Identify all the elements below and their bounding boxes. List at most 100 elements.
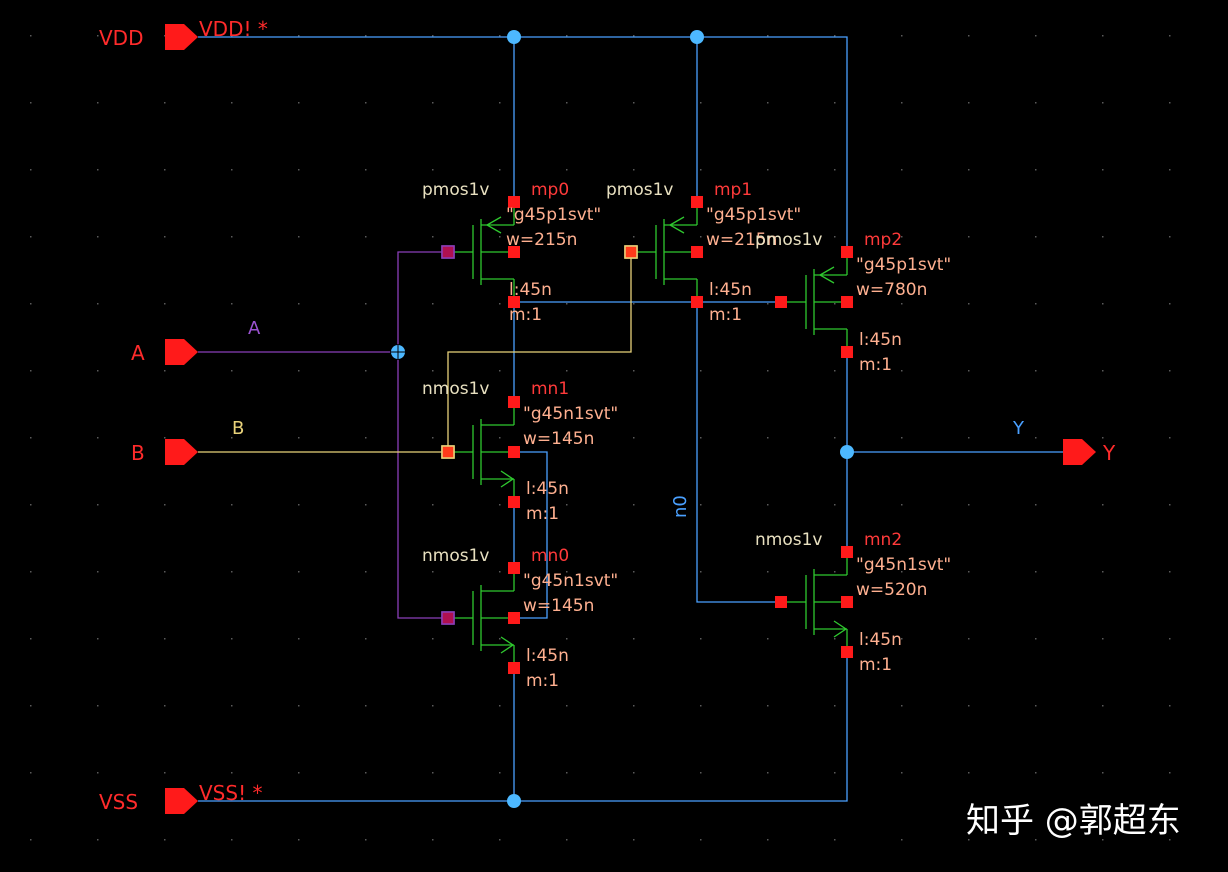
grid-dot — [298, 705, 300, 707]
pin-y-shape — [1063, 439, 1096, 465]
grid-dot — [298, 303, 300, 305]
device-multiplier: m:1 — [709, 305, 742, 325]
grid-dot — [1102, 370, 1104, 372]
device-width: w=520n — [856, 580, 927, 600]
terminal-body[interactable] — [508, 446, 520, 458]
grid-dot — [30, 772, 32, 774]
grid-dot — [1169, 102, 1171, 104]
grid-dot — [633, 370, 635, 372]
terminal-body[interactable] — [508, 612, 520, 624]
terminal-source[interactable] — [508, 496, 520, 508]
grid-dot — [1035, 571, 1037, 573]
junction-vdd-mp1 — [690, 30, 704, 44]
device-cell-name: pmos1v — [606, 180, 674, 200]
terminal-drain[interactable] — [841, 246, 853, 258]
pin-vss[interactable]: VSS VSS! * — [99, 781, 262, 814]
grid-dot — [30, 370, 32, 372]
grid-dot — [901, 705, 903, 707]
terminal-body[interactable] — [691, 246, 703, 258]
pin-b[interactable]: B B — [131, 418, 244, 465]
grid-dot — [901, 303, 903, 305]
terminal-body[interactable] — [841, 296, 853, 308]
device-length: l:45n — [859, 630, 902, 650]
device-model: "g45n1svt" — [856, 555, 951, 575]
device-cell-name: pmos1v — [422, 180, 490, 200]
terminal-source[interactable] — [841, 346, 853, 358]
terminal-source[interactable] — [508, 296, 520, 308]
wire-vdd[interactable] — [198, 36, 848, 252]
grid-dot — [566, 169, 568, 171]
watermark: 知乎 @郭超东 — [966, 801, 1181, 841]
terminal-drain[interactable] — [508, 196, 520, 208]
terminal-gate[interactable] — [775, 296, 787, 308]
grid-dot — [1035, 169, 1037, 171]
grid-dot — [97, 102, 99, 104]
grid-dot — [1102, 705, 1104, 707]
grid-dot — [1035, 638, 1037, 640]
grid-dot — [566, 303, 568, 305]
grid-dot — [566, 102, 568, 104]
terminal-drain[interactable] — [508, 396, 520, 408]
device-arrow — [485, 216, 502, 234]
grid-dot — [901, 169, 903, 171]
grid-dot — [97, 638, 99, 640]
wire-b-mp1[interactable] — [447, 252, 632, 452]
grid-dot — [901, 504, 903, 506]
grid-dot — [231, 504, 233, 506]
grid-dot — [231, 772, 233, 774]
grid-dot — [901, 772, 903, 774]
grid-dot — [968, 437, 970, 439]
grid-dot — [901, 370, 903, 372]
terminal-source[interactable] — [691, 296, 703, 308]
grid-dot — [834, 303, 836, 305]
wire-vss[interactable] — [198, 652, 848, 802]
terminal-body[interactable] — [508, 246, 520, 258]
grid-dot — [30, 102, 32, 104]
grid-dot — [566, 772, 568, 774]
grid-dot — [365, 839, 367, 841]
device-instance-name: mp0 — [531, 180, 569, 200]
wire-mn1-body[interactable] — [514, 451, 548, 619]
terminal-body[interactable] — [841, 596, 853, 608]
grid-dot — [700, 772, 702, 774]
wire-a-gates[interactable] — [397, 251, 448, 619]
grid-dot — [1169, 35, 1171, 37]
pin-a[interactable]: A A — [131, 318, 261, 365]
terminal-drain[interactable] — [841, 546, 853, 558]
terminal-source[interactable] — [841, 646, 853, 658]
grid-dot — [968, 705, 970, 707]
grid-dot — [97, 839, 99, 841]
grid-dot — [231, 169, 233, 171]
pin-y[interactable]: Y Y — [1012, 418, 1116, 465]
grid-dot — [499, 638, 501, 640]
grid-dot — [633, 169, 635, 171]
grid-dot — [700, 571, 702, 573]
grid-dot — [432, 705, 434, 707]
terminal-source[interactable] — [508, 662, 520, 674]
pin-vdd[interactable]: VDD VDD! * — [99, 17, 268, 50]
pin-vss-label: VSS — [99, 790, 138, 814]
grid-dot — [1169, 504, 1171, 506]
wire-n0[interactable] — [696, 302, 781, 603]
grid-dot — [164, 839, 166, 841]
grid-dot — [700, 437, 702, 439]
device-instance-name: mp2 — [864, 230, 902, 250]
grid-dot — [1169, 705, 1171, 707]
device-instance-name: mp1 — [714, 180, 752, 200]
grid-dot — [164, 102, 166, 104]
grid-dot — [97, 705, 99, 707]
grid-dot — [365, 437, 367, 439]
terminal-drain[interactable] — [508, 562, 520, 574]
grid-dot — [1035, 705, 1037, 707]
terminal-drain[interactable] — [691, 196, 703, 208]
terminal-gate[interactable] — [775, 596, 787, 608]
grid-dot — [432, 839, 434, 841]
grid-dot — [1102, 35, 1104, 37]
